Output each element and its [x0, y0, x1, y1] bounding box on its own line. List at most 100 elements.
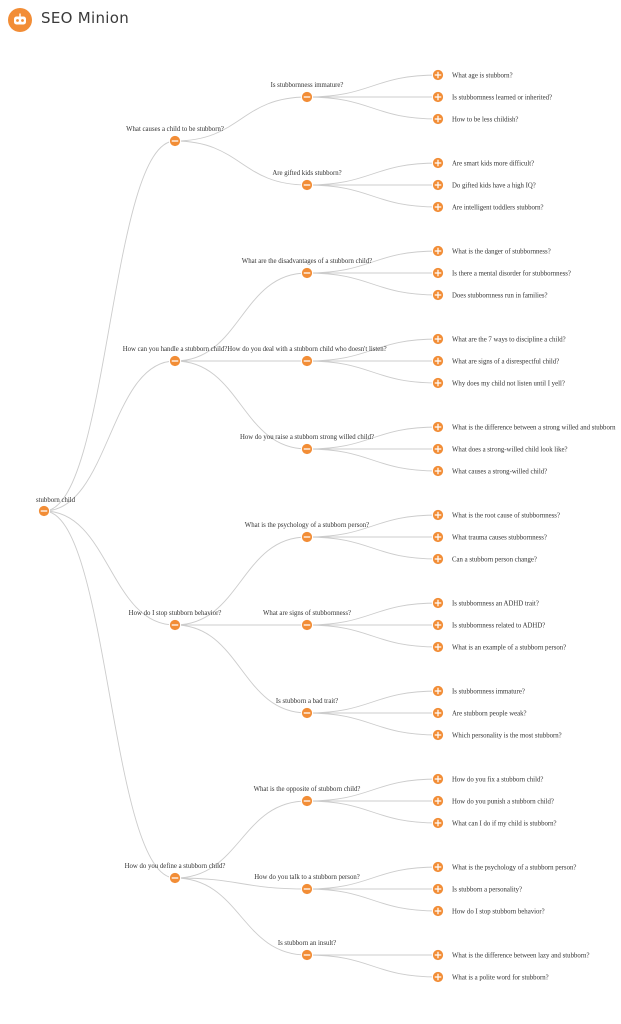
leaf-node[interactable]: What are signs of a disrespectful child?	[431, 354, 559, 368]
node-label[interactable]: Are gifted kids stubborn?	[272, 170, 341, 177]
leaf-node[interactable]: What age is stubborn?	[431, 68, 513, 82]
question-node[interactable]: Are gifted kids stubborn?	[272, 170, 342, 192]
node-label[interactable]: What can I do if my child is stubborn?	[452, 820, 557, 827]
leaf-node[interactable]: How do you fix a stubborn child?	[431, 772, 543, 786]
leaf-node[interactable]: What is the psychology of a stubborn per…	[431, 860, 576, 874]
root-node[interactable]: stubborn child	[36, 497, 76, 518]
node-label[interactable]: What causes a strong-willed child?	[452, 468, 547, 475]
node-label[interactable]: Is stubborn a personality?	[452, 886, 522, 893]
node-label[interactable]: What is a polite word for stubborn?	[452, 974, 549, 981]
leaf-node[interactable]: Do gifted kids have a high IQ?	[431, 178, 536, 192]
leaf-node[interactable]: What is the difference between lazy and …	[431, 948, 589, 962]
leaf-node[interactable]: What are the 7 ways to discipline a chil…	[431, 332, 566, 346]
node-label[interactable]: How do I stop stubborn behavior?	[129, 610, 222, 617]
leaf-node[interactable]: Which personality is the most stubborn?	[431, 728, 562, 742]
node-label[interactable]: What is an example of a stubborn person?	[452, 644, 566, 651]
node-label[interactable]: Which personality is the most stubborn?	[452, 732, 562, 739]
question-node[interactable]: How do you talk to a stubborn person?	[254, 874, 360, 896]
node-label[interactable]: How do you talk to a stubborn person?	[254, 874, 360, 881]
node-label[interactable]: What are signs of stubbornness?	[263, 610, 351, 617]
leaf-node[interactable]: What is the danger of stubbornness?	[431, 244, 551, 258]
leaf-node[interactable]: What causes a strong-willed child?	[431, 464, 547, 478]
node-label[interactable]: How do you punish a stubborn child?	[452, 798, 554, 805]
branch-node[interactable]: What causes a child to be stubborn?	[126, 126, 224, 148]
node-label[interactable]: What are signs of a disrespectful child?	[452, 358, 559, 365]
node-label[interactable]: What is the psychology of a stubborn per…	[245, 522, 369, 529]
node-label[interactable]: What does a strong-willed child look lik…	[452, 446, 568, 453]
node-label[interactable]: Does stubbornness run in families?	[452, 292, 548, 299]
node-label[interactable]: Are smart kids more difficult?	[452, 160, 534, 167]
node-label[interactable]: Are intelligent toddlers stubborn?	[452, 204, 544, 211]
leaf-node[interactable]: Is stubbornness immature?	[431, 684, 525, 698]
node-label[interactable]: Can a stubborn person change?	[452, 556, 537, 563]
leaf-node[interactable]: What is an example of a stubborn person?	[431, 640, 566, 654]
node-label[interactable]: Do gifted kids have a high IQ?	[452, 182, 536, 189]
node-label[interactable]: Is stubbornness immature?	[452, 688, 525, 695]
question-node[interactable]: Is stubbornness immature?	[271, 82, 344, 104]
node-label[interactable]: Is stubborn an insult?	[278, 940, 336, 947]
node-label[interactable]: How do you raise a stubborn strong wille…	[240, 434, 374, 441]
node-label[interactable]: What is the psychology of a stubborn per…	[452, 864, 576, 871]
node-label[interactable]: What age is stubborn?	[452, 72, 513, 79]
leaf-node[interactable]: Is stubborn a personality?	[431, 882, 522, 896]
node-label[interactable]: What causes a child to be stubborn?	[126, 126, 224, 133]
node-label[interactable]: Is stubbornness immature?	[271, 82, 344, 89]
node-label[interactable]: How do you fix a stubborn child?	[452, 776, 543, 783]
leaf-node[interactable]: Is stubbornness related to ADHD?	[431, 618, 545, 632]
leaf-node[interactable]: Are smart kids more difficult?	[431, 156, 534, 170]
leaf-node[interactable]: Can a stubborn person change?	[431, 552, 537, 566]
branch-node[interactable]: How do I stop stubborn behavior?	[129, 610, 222, 632]
leaf-node[interactable]: What can I do if my child is stubborn?	[431, 816, 557, 830]
branch-node[interactable]: How can you handle a stubborn child?	[123, 346, 228, 368]
node-label[interactable]: Are stubborn people weak?	[452, 710, 527, 717]
root-label[interactable]: stubborn child	[36, 497, 76, 504]
leaf-node[interactable]: What trauma causes stubbornness?	[431, 530, 547, 544]
node-label[interactable]: Is stubborn a bad trait?	[276, 698, 338, 705]
leaf-node[interactable]: How do I stop stubborn behavior?	[431, 904, 545, 918]
node-label[interactable]: What is the difference between a strong …	[452, 424, 616, 431]
leaf-node[interactable]: What is the root cause of stubbornness?	[431, 508, 560, 522]
node-label[interactable]: How to be less childish?	[452, 116, 518, 123]
leaf-node[interactable]: Are intelligent toddlers stubborn?	[431, 200, 544, 214]
question-node[interactable]: What is the psychology of a stubborn per…	[245, 522, 369, 544]
leaf-node[interactable]: Why does my child not listen until I yel…	[431, 376, 565, 390]
leaf-node[interactable]: How to be less childish?	[431, 112, 518, 126]
robot-logo-icon[interactable]	[8, 8, 32, 32]
node-label[interactable]: Is stubbornness related to ADHD?	[452, 622, 545, 629]
leaf-node[interactable]: Is stubbornness an ADHD trait?	[431, 596, 539, 610]
question-node[interactable]: How do you raise a stubborn strong wille…	[240, 434, 374, 456]
node-label[interactable]: What is the danger of stubbornness?	[452, 248, 551, 255]
node-label[interactable]: How do you define a stubborn child?	[125, 863, 226, 870]
question-node[interactable]: What are the disadvantages of a stubborn…	[242, 258, 372, 280]
node-label[interactable]: What is the opposite of stubborn child?	[254, 786, 361, 793]
branch-node[interactable]: How do you define a stubborn child?	[125, 863, 226, 885]
leaf-node[interactable]: Is stubbornness learned or inherited?	[431, 90, 552, 104]
leaf-node[interactable]: What does a strong-willed child look lik…	[431, 442, 568, 456]
leaf-node[interactable]: Does stubbornness run in families?	[431, 288, 548, 302]
tree-link	[306, 426, 439, 450]
leaf-node[interactable]: What is the difference between a strong …	[431, 420, 616, 434]
leaf-node[interactable]: Is there a mental disorder for stubbornn…	[431, 266, 571, 280]
question-node[interactable]: What are signs of stubbornness?	[263, 610, 351, 632]
leaf-node[interactable]: Are stubborn people weak?	[431, 706, 527, 720]
node-label[interactable]: How do I stop stubborn behavior?	[452, 908, 545, 915]
node-label[interactable]: Why does my child not listen until I yel…	[452, 380, 565, 387]
node-label[interactable]: What are the 7 ways to discipline a chil…	[452, 336, 566, 343]
leaf-node[interactable]: How do you punish a stubborn child?	[431, 794, 554, 808]
brand-title[interactable]: SEO Minion	[41, 9, 130, 27]
node-label[interactable]: How do you deal with a stubborn child wh…	[227, 346, 386, 353]
node-label[interactable]: How can you handle a stubborn child?	[123, 346, 228, 353]
leaf-node[interactable]: What is a polite word for stubborn?	[431, 970, 549, 984]
node-label[interactable]: Is there a mental disorder for stubbornn…	[452, 270, 571, 277]
question-node[interactable]: How do you deal with a stubborn child wh…	[227, 346, 387, 368]
question-node[interactable]: Is stubborn an insult?	[278, 940, 336, 962]
tree-link	[306, 96, 439, 120]
question-node[interactable]: Is stubborn a bad trait?	[276, 698, 338, 720]
node-label[interactable]: What trauma causes stubbornness?	[452, 534, 547, 541]
node-label[interactable]: What is the root cause of stubbornness?	[452, 512, 560, 519]
node-label[interactable]: Is stubbornness an ADHD trait?	[452, 600, 539, 607]
question-node[interactable]: What is the opposite of stubborn child?	[254, 786, 361, 808]
node-label[interactable]: What are the disadvantages of a stubborn…	[242, 258, 372, 265]
node-label[interactable]: Is stubbornness learned or inherited?	[452, 94, 552, 101]
node-label[interactable]: What is the difference between lazy and …	[452, 952, 589, 959]
